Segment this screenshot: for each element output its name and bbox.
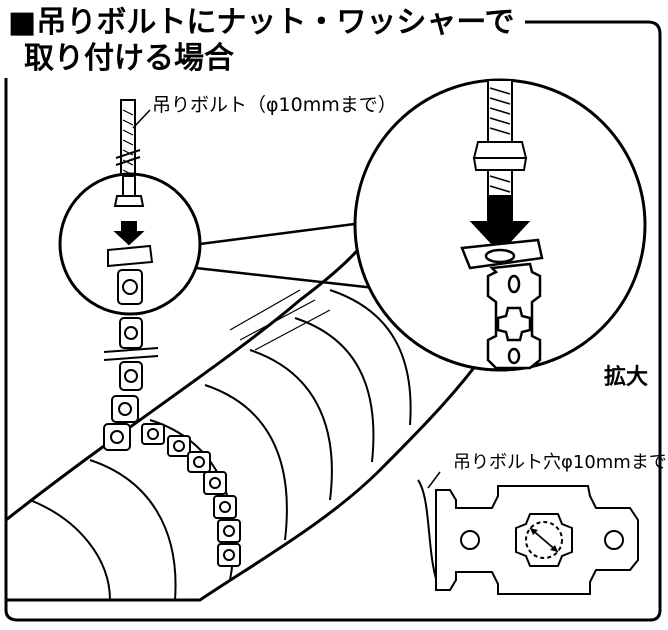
frame-border [4,20,662,622]
bolt-large [472,79,528,197]
strap-wrap [141,423,241,567]
arrow-down-large [469,195,531,254]
hanger-strap-small [103,317,159,451]
label-enlarged: 拡大 [604,365,649,390]
page-title-line2: 取り付ける場合 [24,41,234,76]
bolt-hole-detail [417,479,639,595]
label-bolt-hole: 吊りボルト穴φ10mmまで [453,452,667,473]
page-title-line1: ■吊りボルトにナット・ワッシャーで [8,5,515,40]
label-hanging-bolt: 吊りボルト（φ10mmまで） [152,94,397,116]
hanger-strap-large [460,238,544,370]
